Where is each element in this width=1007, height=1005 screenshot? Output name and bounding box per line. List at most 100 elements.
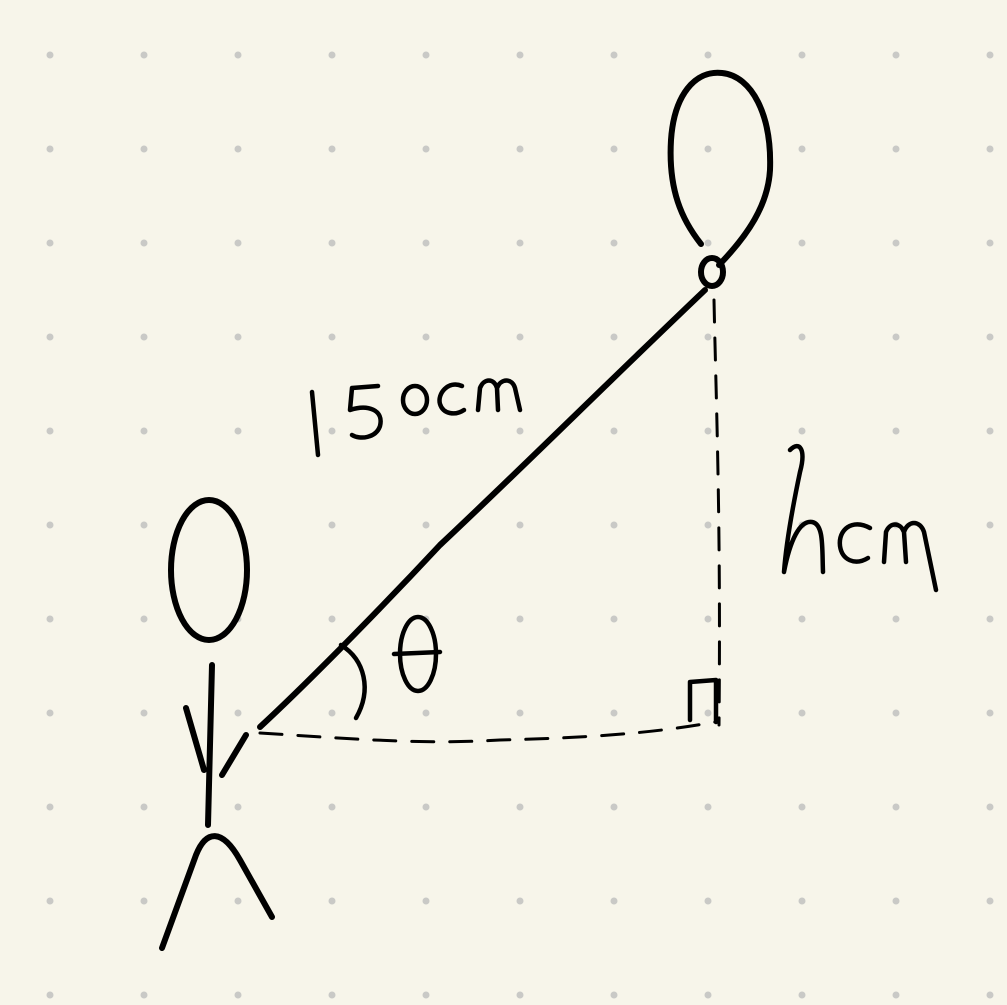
grid-dot bbox=[986, 991, 994, 999]
grid-dot bbox=[798, 709, 806, 717]
grid-dot bbox=[704, 239, 712, 247]
grid-dot bbox=[704, 991, 712, 999]
grid-dot bbox=[516, 991, 524, 999]
grid-dot bbox=[234, 333, 242, 341]
grid-dot bbox=[328, 615, 336, 623]
grid-dot bbox=[892, 145, 900, 153]
right-angle-marker bbox=[687, 677, 719, 725]
grid-dot bbox=[140, 615, 148, 623]
grid-dot bbox=[46, 615, 54, 623]
grid-dot bbox=[422, 897, 430, 905]
grid-dot bbox=[704, 145, 712, 153]
grid-dot bbox=[328, 239, 336, 247]
grid-dot bbox=[140, 521, 148, 529]
grid-dot bbox=[46, 239, 54, 247]
grid-dot bbox=[46, 897, 54, 905]
grid-dot bbox=[516, 51, 524, 59]
grid-dot bbox=[234, 709, 242, 717]
grid-dot bbox=[892, 333, 900, 341]
height-label-text: hcm bbox=[790, 599, 792, 601]
hypotenuse-label-text: 150cm bbox=[312, 469, 315, 471]
grid-dot bbox=[798, 615, 806, 623]
grid-dot bbox=[610, 427, 618, 435]
height-label bbox=[781, 443, 939, 593]
grid-dot bbox=[798, 145, 806, 153]
grid-dot bbox=[798, 897, 806, 905]
grid-dot bbox=[46, 51, 54, 59]
grid-dot bbox=[986, 803, 994, 811]
grid-dot bbox=[234, 239, 242, 247]
grid-dot bbox=[328, 521, 336, 529]
grid-dot bbox=[516, 333, 524, 341]
grid-dot bbox=[140, 145, 148, 153]
angle-arc bbox=[338, 642, 367, 721]
person bbox=[159, 497, 275, 951]
grid-dot bbox=[234, 427, 242, 435]
grid-dot bbox=[798, 427, 806, 435]
grid-dot bbox=[46, 991, 54, 999]
grid-dot bbox=[704, 709, 712, 717]
grid-dot bbox=[328, 51, 336, 59]
grid-dot bbox=[516, 897, 524, 905]
grid-dot bbox=[140, 991, 148, 999]
balloon-knot bbox=[698, 255, 726, 289]
grid-dot bbox=[234, 991, 242, 999]
person-right-arm bbox=[219, 732, 249, 778]
grid-dot bbox=[986, 51, 994, 59]
grid-dot bbox=[422, 239, 430, 247]
grid-dot bbox=[986, 521, 994, 529]
grid-dot bbox=[892, 803, 900, 811]
grid-dot bbox=[610, 615, 618, 623]
grid-dot bbox=[892, 897, 900, 905]
grid-dot bbox=[46, 333, 54, 341]
grid-dot bbox=[610, 803, 618, 811]
dot-grid bbox=[46, 51, 994, 999]
grid-dot bbox=[328, 427, 336, 435]
grid-dot bbox=[328, 897, 336, 905]
grid-dot bbox=[516, 145, 524, 153]
grid-dot bbox=[986, 145, 994, 153]
grid-dot bbox=[610, 521, 618, 529]
grid-dot bbox=[704, 51, 712, 59]
grid-dot bbox=[610, 897, 618, 905]
grid-dot bbox=[892, 51, 900, 59]
grid-dot bbox=[986, 615, 994, 623]
grid-dot bbox=[610, 51, 618, 59]
grid-dot bbox=[46, 427, 54, 435]
grid-dot bbox=[704, 803, 712, 811]
grid-dot bbox=[798, 51, 806, 59]
grid-dot bbox=[46, 145, 54, 153]
grid-dot bbox=[140, 897, 148, 905]
grid-dot bbox=[704, 333, 712, 341]
grid-dot bbox=[798, 333, 806, 341]
grid-dot bbox=[140, 239, 148, 247]
grid-dot bbox=[328, 145, 336, 153]
grid-dot bbox=[610, 333, 618, 341]
grid-dot bbox=[328, 709, 336, 717]
grid-dot bbox=[422, 709, 430, 717]
grid-dot bbox=[986, 333, 994, 341]
grid-dot bbox=[986, 709, 994, 717]
grid-dot bbox=[986, 897, 994, 905]
person-legs bbox=[159, 833, 275, 951]
grid-dot bbox=[516, 709, 524, 717]
ground-dashed-line bbox=[258, 720, 717, 744]
grid-dot bbox=[610, 709, 618, 717]
grid-dot bbox=[892, 615, 900, 623]
grid-dot bbox=[610, 991, 618, 999]
grid-dot bbox=[610, 145, 618, 153]
grid-dot bbox=[422, 427, 430, 435]
grid-dot bbox=[140, 803, 148, 811]
grid-dot bbox=[516, 521, 524, 529]
person-left-arm bbox=[183, 705, 207, 773]
person-head bbox=[168, 497, 250, 643]
angle-label bbox=[391, 614, 443, 694]
grid-dot bbox=[46, 521, 54, 529]
grid-dot bbox=[422, 51, 430, 59]
grid-dot bbox=[422, 521, 430, 529]
grid-dot bbox=[422, 145, 430, 153]
grid-dot bbox=[140, 427, 148, 435]
grid-dot bbox=[892, 239, 900, 247]
